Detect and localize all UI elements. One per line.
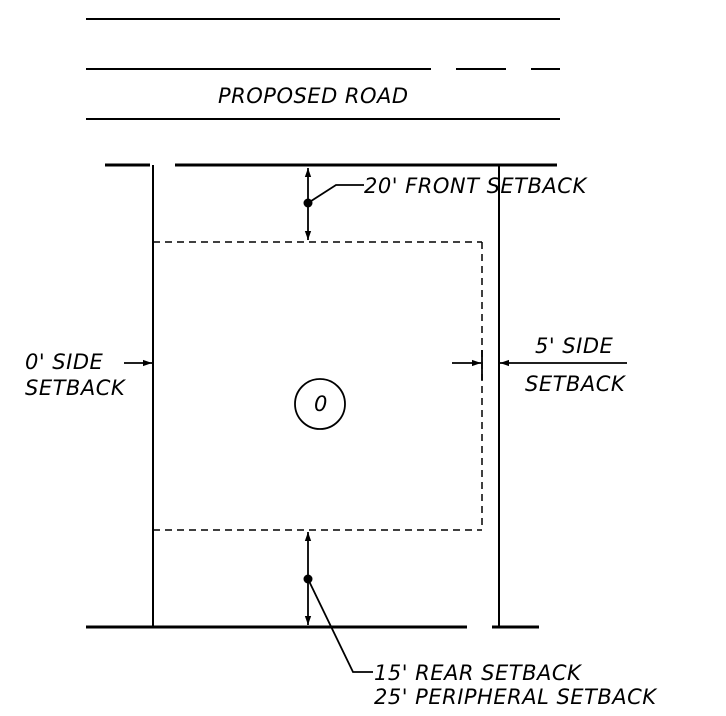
building-envelope	[153, 241, 483, 531]
rear-setback-label-line2: 25' PERIPHERAL SETBACK	[374, 685, 657, 709]
road-label: PROPOSED ROAD	[218, 84, 409, 108]
lot-id-circle	[294, 378, 346, 430]
left-side-setback-label-line1: 0' SIDE	[25, 350, 104, 374]
front-setback-dimension	[303, 168, 364, 240]
right-side-setback-label-line1: 5' SIDE	[535, 334, 614, 358]
right-side-setback-label-line2: SETBACK	[525, 372, 626, 396]
left-side-setback-label-line2: SETBACK	[25, 376, 126, 400]
lot-id-label: 0	[314, 392, 328, 416]
road-lines	[86, 18, 560, 120]
front-setback-label: 20' FRONT SETBACK	[364, 174, 587, 198]
right-side-setback-dimension	[452, 350, 627, 380]
rear-setback-label-line1: 15' REAR SETBACK	[374, 661, 582, 685]
rear-setback-dimension	[303, 532, 373, 673]
